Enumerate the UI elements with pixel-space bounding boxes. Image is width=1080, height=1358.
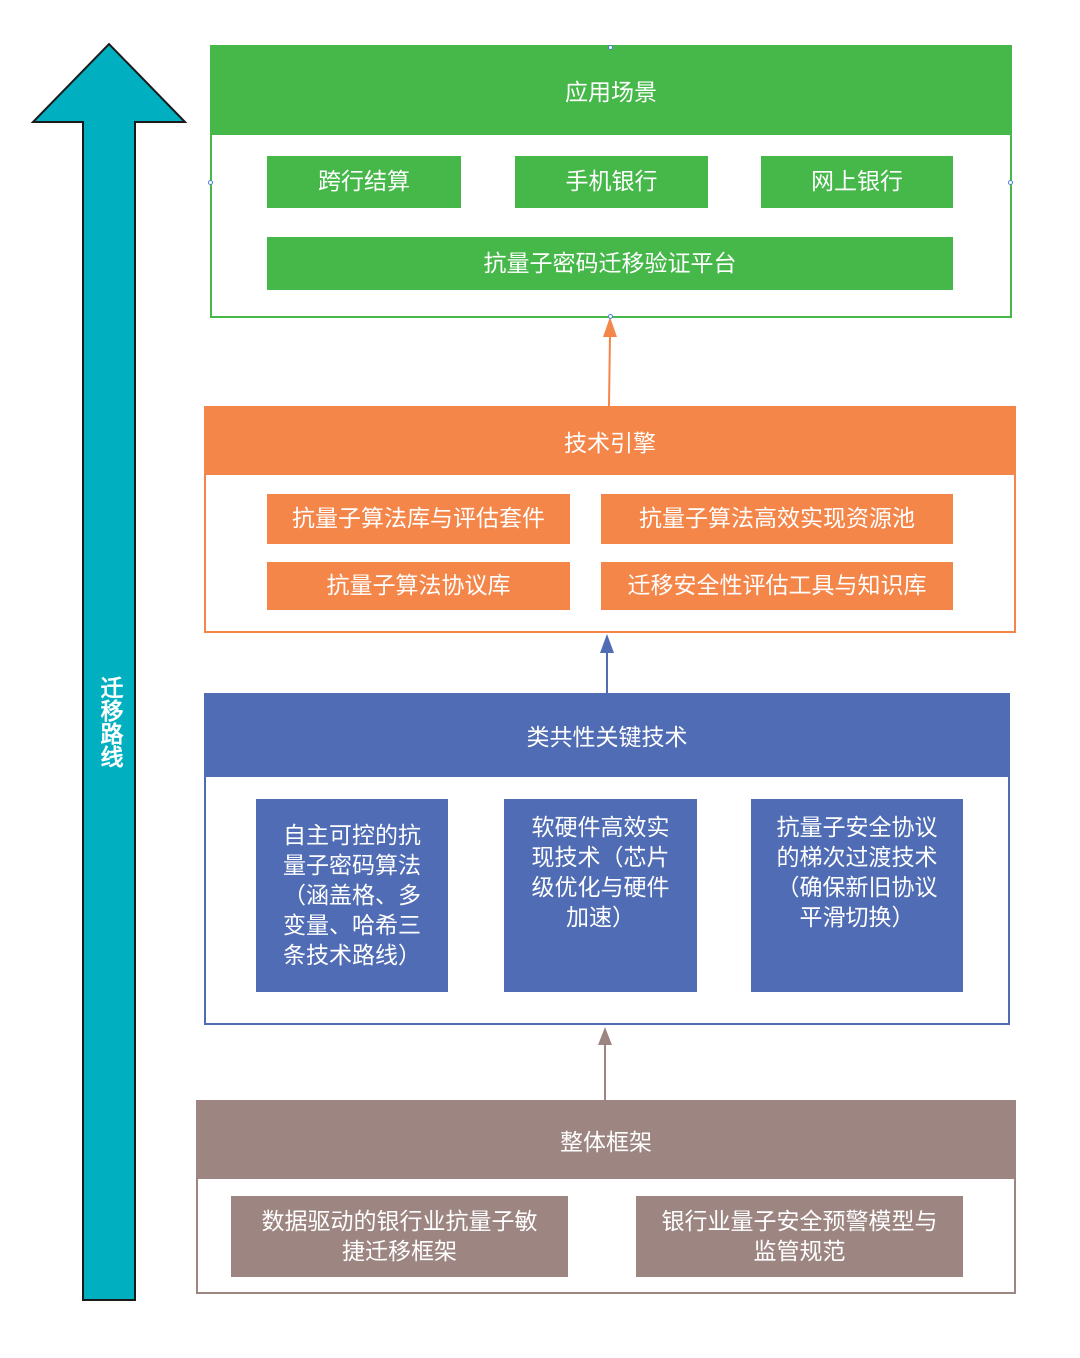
app-item-verification-platform: 抗量子密码迁移验证平台 <box>267 237 953 290</box>
framework-item-migration-framework: 数据驱动的银行业抗量子敏 捷迁移框架 <box>231 1196 568 1277</box>
app-item-cross-bank-settlement: 跨行结算 <box>267 156 461 208</box>
key-tech-item-algorithms: 自主可控的抗 量子密码算法 （涵盖格、多 变量、哈希三 条技术路线） <box>256 799 448 992</box>
framework-item-warning-model: 银行业量子安全预警模型与 监管规范 <box>636 1196 963 1277</box>
selection-handle <box>208 180 213 185</box>
key-tech-title: 类共性关键技术 <box>526 725 688 751</box>
app-item-online-banking: 网上银行 <box>761 156 953 208</box>
selection-handle <box>608 314 613 319</box>
arrow-engine-to-application <box>608 333 611 407</box>
key-tech-header: 类共性关键技术 <box>204 693 1010 777</box>
engine-item-resource-pool: 抗量子算法高效实现资源池 <box>601 494 953 544</box>
migration-arrow-shape <box>30 42 188 1301</box>
selection-handle <box>608 45 613 50</box>
framework-header: 整体框架 <box>196 1100 1016 1179</box>
selection-handle <box>1008 180 1013 185</box>
key-tech-item-protocol-transition: 抗量子安全协议 的梯次过渡技术 （确保新旧协议 平滑切换） <box>751 799 963 992</box>
engine-title: 技术引擎 <box>564 430 656 457</box>
application-header: 应用场景 <box>210 45 1012 135</box>
key-tech-item-implementation: 软硬件高效实 现技术（芯片 级优化与硬件 加速） <box>504 799 697 992</box>
migration-route-label: 迁移路线 <box>96 676 122 768</box>
framework-title: 整体框架 <box>560 1129 652 1156</box>
engine-header: 技术引擎 <box>204 406 1016 475</box>
application-title: 应用场景 <box>565 80 657 106</box>
engine-item-security-evaluation: 迁移安全性评估工具与知识库 <box>601 562 953 610</box>
app-item-mobile-banking: 手机银行 <box>515 156 708 208</box>
engine-item-protocol-library: 抗量子算法协议库 <box>267 562 570 610</box>
engine-item-algorithm-library: 抗量子算法库与评估套件 <box>267 494 570 544</box>
